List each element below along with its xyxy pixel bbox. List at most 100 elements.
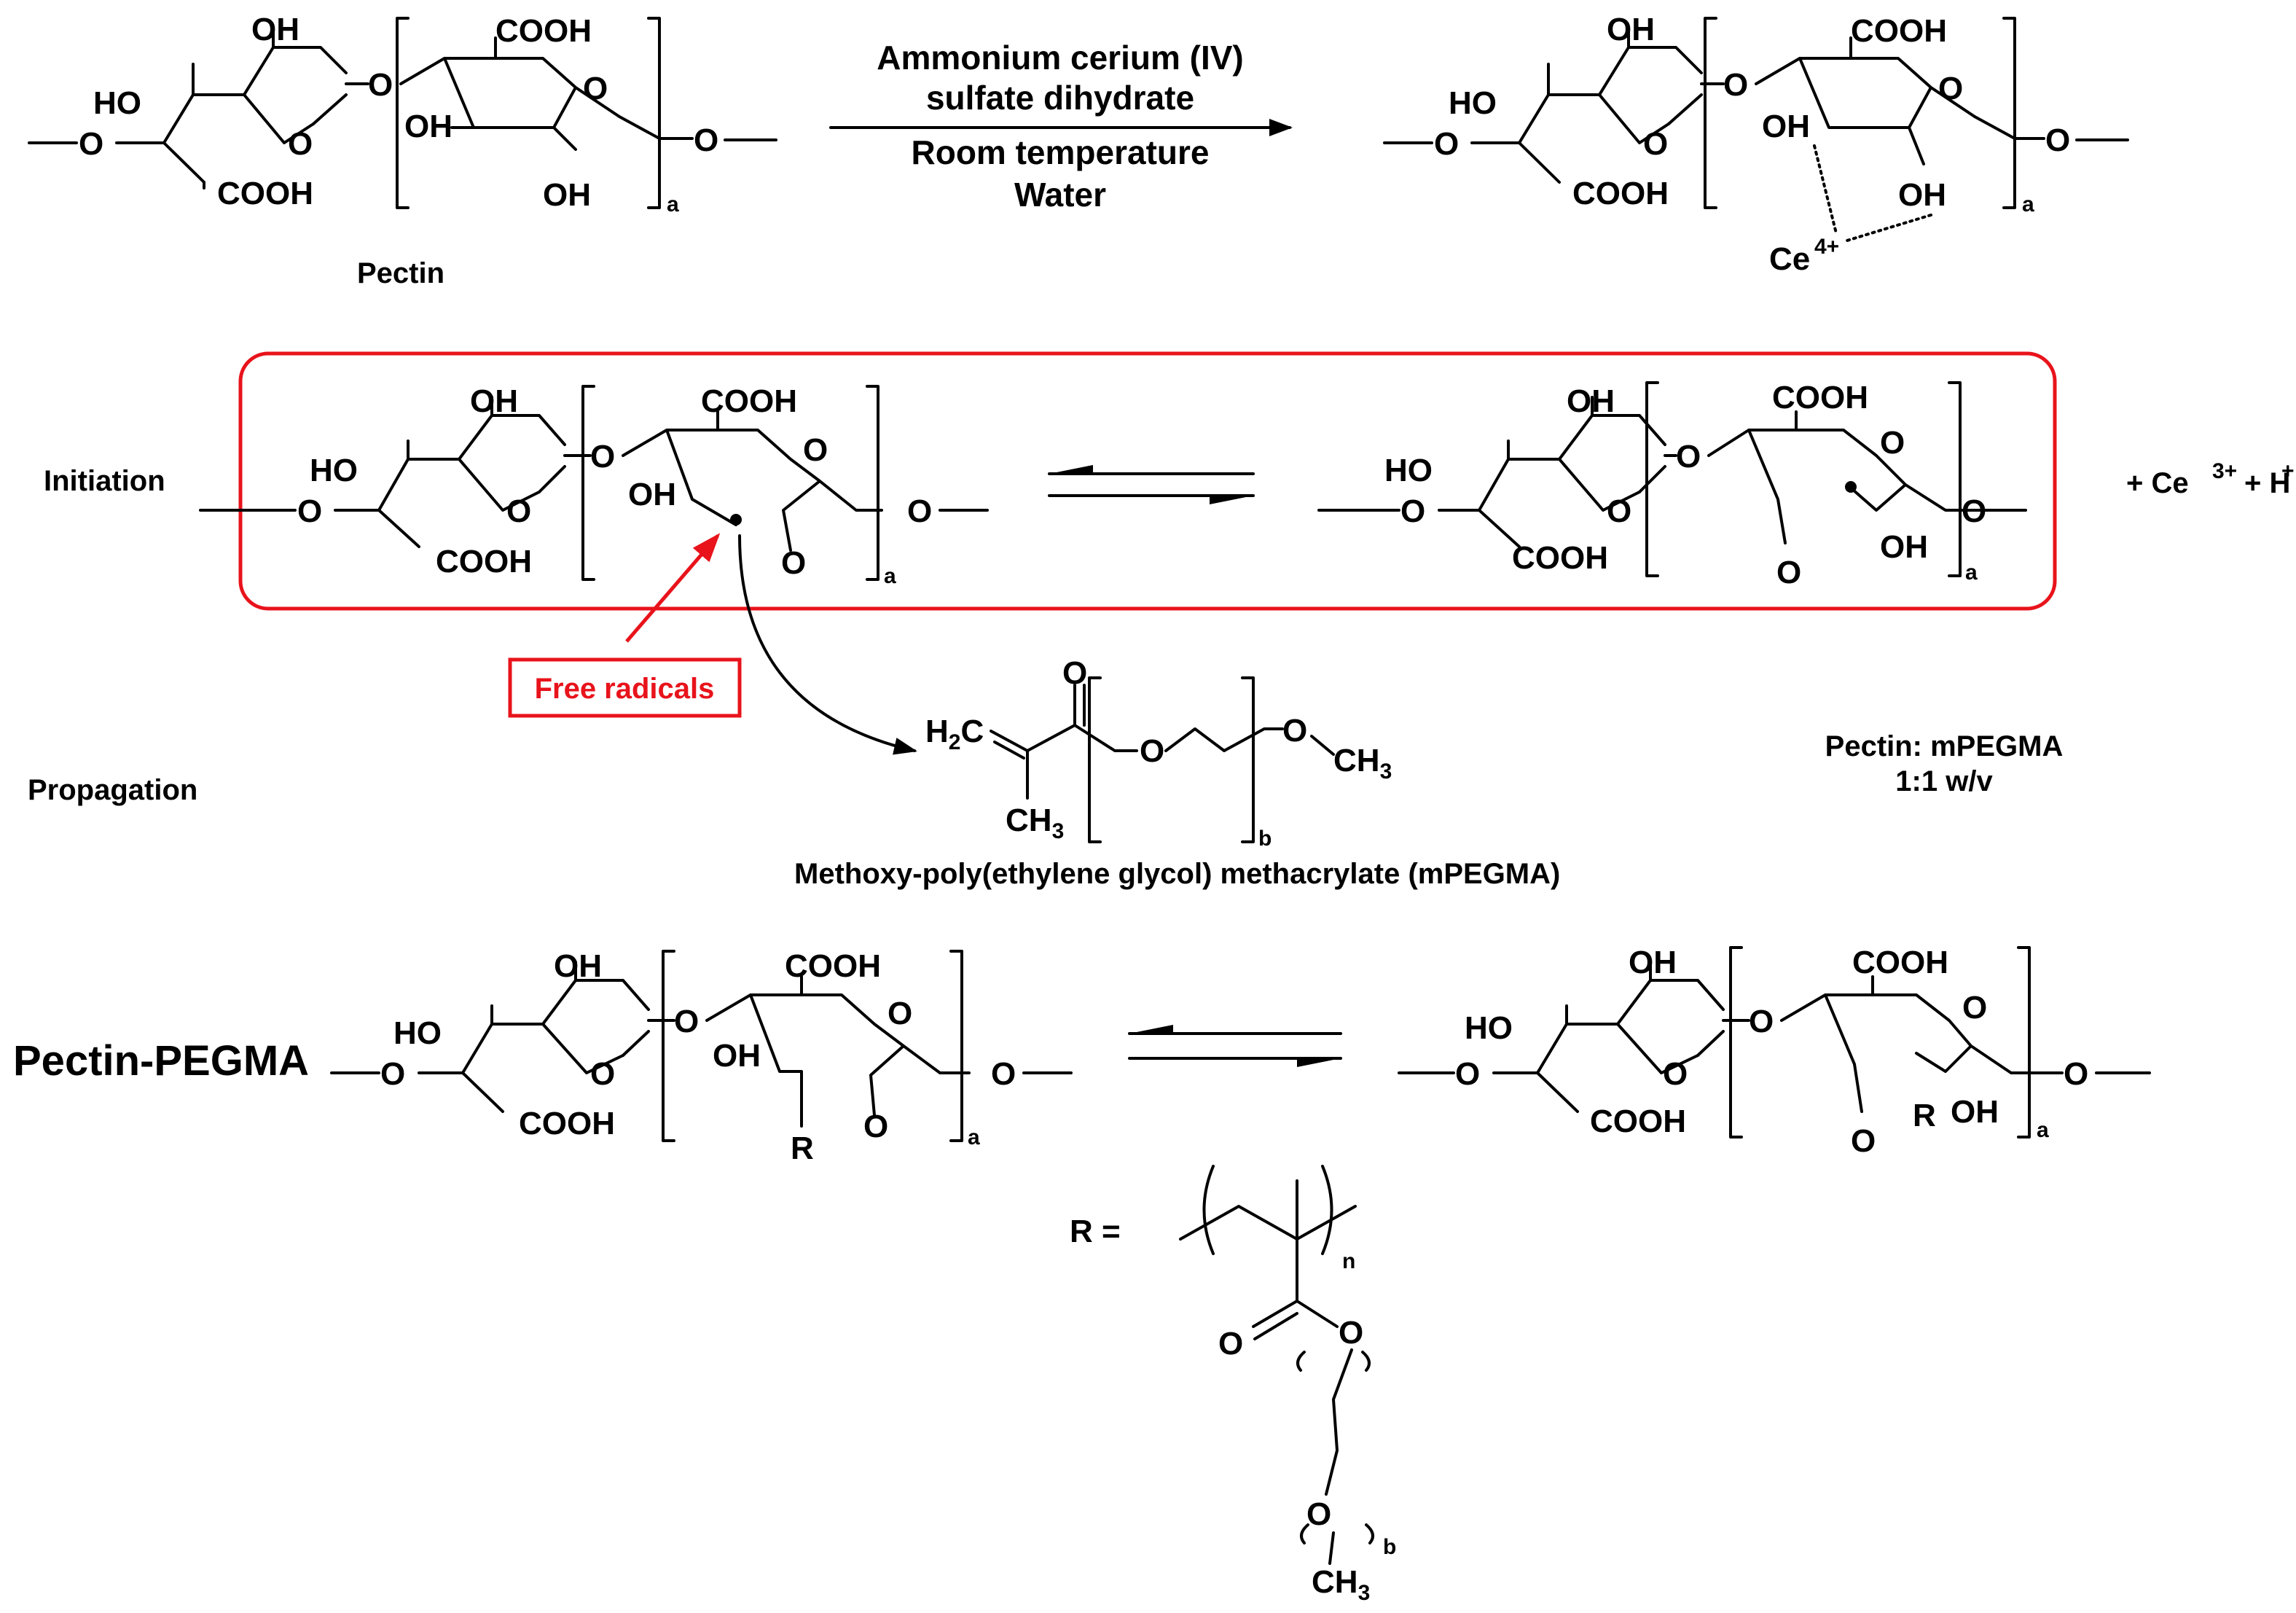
ring-oxygen-label: O [380,1056,405,1092]
ring-oxygen-label: O [583,71,608,106]
vinyl-label: H2C [925,714,984,754]
ether-oxygen-label: O [1306,1496,1331,1532]
free-radicals-box [508,657,742,718]
ring-oxygen-label: O [888,996,912,1031]
glycosidic-oxygen-label: O [1723,67,1748,103]
aldehyde-oxygen-label: O [1776,555,1801,590]
carboxyl-label: COOH [701,383,797,419]
hydroxyl-label: OH [1880,529,1928,565]
repeat-index: a [2037,1118,2049,1142]
ring-oxygen-label: O [1663,1056,1688,1092]
glycosidic-oxygen-label: O [1676,439,1701,474]
glycosidic-oxygen-label: O [991,1056,1016,1092]
methyl-label: CH3 [1006,802,1064,843]
hydroxyl-label: OH [1629,945,1677,980]
radical-dot-icon [730,514,742,526]
glycosidic-oxygen-label: O [694,122,718,158]
initiation-label: Initiation [44,465,165,497]
repeat-index: a [2022,192,2034,216]
ring-oxygen-label: O [297,493,322,529]
solvent-text: Water [1014,176,1106,214]
propagation-curved-arrow [738,534,917,755]
carboxyl-label: COOH [436,544,532,579]
mpegma-name: Methoxy-poly(ethylene glycol) methacryla… [794,858,1560,890]
ring-oxygen-label: O [1400,493,1425,529]
hydroxyl-label: OH [1567,383,1615,419]
glycosidic-oxygen-label: O [1749,1004,1774,1039]
aldehyde-oxygen-label: O [863,1109,888,1144]
equilibrium-arrow [1048,465,1255,504]
ring-oxygen-label: O [1434,126,1459,162]
glycosidic-oxygen-label: O [368,67,393,103]
hydroxyl-label: OH [543,177,591,213]
glycosidic-oxygen-label: O [907,493,932,529]
ring-oxygen-label: O [1455,1056,1480,1092]
ratio-line-1: Pectin: mPEGMA [1825,730,2064,762]
hydroxyl-label: OH [470,383,518,419]
glycosidic-oxygen-label: O [1962,493,1986,529]
grafted-structure-left: O HO OH O COOH O a COOH O OH R O O [330,948,1073,1166]
hydroxyl-label: HO [393,1015,442,1051]
carboxyl-label: COOH [1772,380,1868,415]
grafted-structure-right: O HO OH O COOH O a COOH O O R OH O [1398,945,2151,1159]
hydroxyl-label: OH [1607,12,1655,47]
glycosidic-oxygen-label: O [2045,122,2070,158]
hydroxyl-label: HO [310,453,358,488]
repeat-index: a [884,564,896,588]
carboxyl-label: COOH [1512,540,1608,576]
ether-oxygen-label: O [1140,733,1164,769]
glycosidic-oxygen-label: O [674,1004,699,1039]
repeat-index: n [1342,1249,1355,1273]
methyl-label: CH3 [1333,743,1392,784]
ring-oxygen-label: O [1607,493,1631,529]
carboxyl-label: COOH [1852,945,1948,980]
ring-oxygen-label: O [288,126,313,162]
reagent-text: Ammonium cerium (IV) [877,39,1244,77]
r-group-structure: n O O O CH3 b [1179,1165,1396,1605]
graft-r-label: R [791,1130,814,1166]
ring-oxygen-label: O [1962,990,1987,1026]
graft-r-label: R [1913,1098,1936,1133]
hydroxyl-label: HO [1465,1010,1513,1046]
pectin-label: Pectin [357,257,444,289]
hydroxyl-label: OH [713,1038,761,1074]
cerium-charge: 4+ [1814,235,1839,259]
pectin-structure: O HO OH O COOH O a COOH O OH OH O Pectin [28,12,777,289]
cerium-byproduct: + Ce [2126,467,2189,499]
ring-opened-radical-structure: O HO OH O COOH O a COOH O O OH O [1317,380,2027,590]
propagation-label: Propagation [28,774,197,806]
glycosidic-oxygen-label: O [590,439,615,474]
reagent-text: sulfate dihydrate [926,79,1194,117]
ring-oxygen-label: O [1880,425,1905,461]
free-radicals-label: Free radicals [535,673,715,705]
repeat-index: b [1258,827,1272,851]
hydroxyl-label: OH [251,12,299,47]
mpegma-structure: H2C O CH3 b O O CH3 Methoxy-poly(ethylen… [794,655,1560,890]
carbonyl-oxygen-label: O [1062,655,1087,691]
cerium-ion-label: Ce [1769,241,1810,277]
temperature-text: Room temperature [912,133,1210,171]
hydroxyl-label: OH [1898,177,1946,213]
radical-structure: O HO OH O COOH O a COOH O OH O O [199,383,989,588]
methyl-label: CH3 [1312,1564,1370,1605]
aldehyde-oxygen-label: O [1851,1123,1876,1159]
ring-oxygen-label: O [803,432,828,468]
aldehyde-oxygen-label: O [781,545,806,581]
ring-oxygen-label: O [79,126,103,162]
carboxyl-label: COOH [519,1106,615,1141]
free-radicals-callout: Free radicals [508,533,742,718]
proton-byproduct: + H [2244,467,2290,499]
ring-oxygen-label: O [590,1056,615,1092]
proton-charge: + [2281,459,2295,483]
hydroxyl-label: OH [1762,109,1810,144]
carboxyl-label: COOH [495,13,592,49]
carboxyl-label: COOH [1590,1104,1686,1139]
equilibrium-arrow [1128,1025,1342,1067]
carbonyl-oxygen-label: O [1218,1326,1243,1362]
pectin-pegma-label: Pectin-PEGMA [13,1037,309,1085]
radical-dot-icon [1845,481,1857,493]
hydroxyl-label: HO [93,85,141,121]
carboxyl-label: COOH [785,948,881,984]
initiation-box [238,351,2057,611]
